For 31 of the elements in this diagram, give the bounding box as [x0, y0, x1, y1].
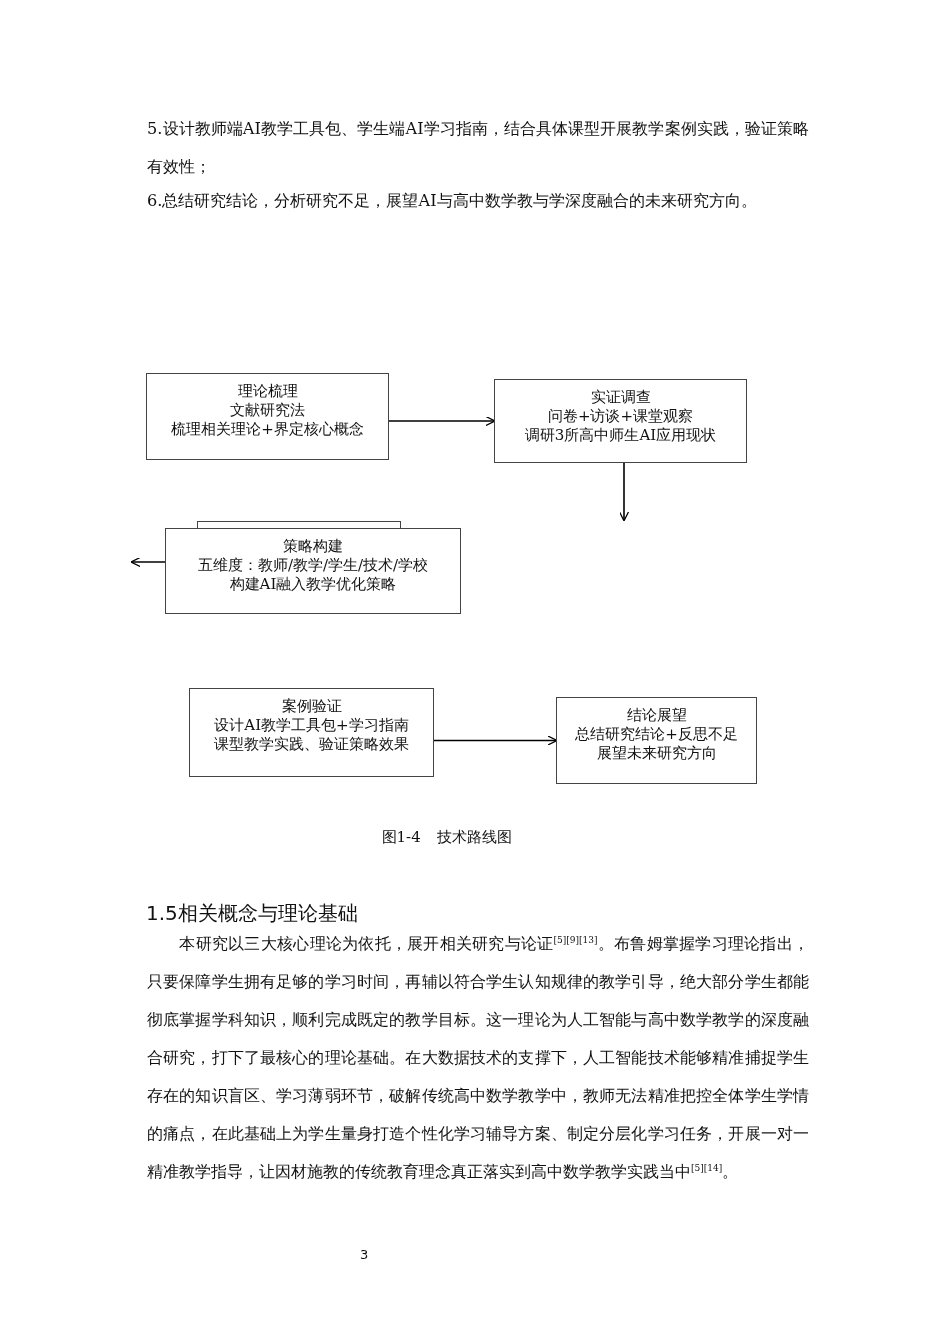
box-heading: 理论梳理 [236, 382, 299, 401]
box-text: 总结研究结论+反思不足 [574, 725, 739, 744]
box-text: 设计AI教学工具包+学习指南 [213, 716, 410, 735]
figure-caption: 图1-4 技术路线图 [380, 828, 514, 847]
box-text: 课型教学实践、验证策略效果 [213, 735, 410, 754]
process-box [165, 528, 461, 614]
process-box [146, 373, 389, 460]
paragraph: 本研究以三大核心理论为依托，展开相关研究与论证$^{[5][9][13]}$。布鲁姆掌握学习理论指出，只要保障学生拥有足够的学习时间，再辅以符合学生认知规律的教学引导，绝大部分学生都能彻底掌握学科知识，顺利完成既定的教学目标。这一理论为人工智能与高中数学教学的深度融合研究，打下了最核心的理论基础。在大数据技术的支撑下，人工智能技术能够精准捕捉学生存在的知识盲区、学习薄弱环节，破解传统高中数学教学中，教师无法精准把控全体学生学情的痛点，在此基础上为学生量身打造个性化学习辅导方案、制定分层化学习任务，开展一对一精准教学指导，让因材施教的传统教育理念真正落实到高中数学教学实践当中$^{[5][14]}$。 [147, 933, 809, 1183]
box-heading: 结论展望 [625, 706, 688, 725]
box-heading: 实证调查 [589, 388, 652, 407]
list-item: 5.设计教师端AI教学工具包、学生端AI学习指南，结合具体课型开展教学案例实践，验证策略有效性； [147, 118, 809, 178]
page-number: 3 [360, 1247, 369, 1262]
box-heading: 策略构建 [282, 537, 344, 556]
section-heading: 1.5相关概念与理论基础 [146, 900, 358, 927]
arrow [130, 556, 166, 568]
box-text: 梳理相关理论+界定核心概念 [170, 420, 365, 439]
box-heading: 案例验证 [280, 697, 343, 716]
process-box [556, 697, 757, 784]
box-text: 调研3所高中师生AI应用现状 [523, 426, 718, 445]
box-text: 展望未来研究方向 [595, 744, 718, 763]
arrow [433, 735, 558, 746]
box-text: 五维度：教师/教学/学生/技术/学校 [196, 556, 430, 575]
empty-box [197, 521, 401, 528]
arrow [388, 415, 496, 427]
list-item: 6.总结研究结论，分析研究不足，展望AI与高中数学教与学深度融合的未来研究方向。 [147, 190, 758, 212]
box-text: 构建AI融入教学优化策略 [228, 575, 398, 594]
box-text: 文献研究法 [229, 401, 306, 420]
arrow [618, 462, 630, 522]
process-box [189, 688, 434, 777]
process-box [494, 379, 747, 463]
box-text: 问卷+访谈+课堂观察 [546, 407, 695, 426]
